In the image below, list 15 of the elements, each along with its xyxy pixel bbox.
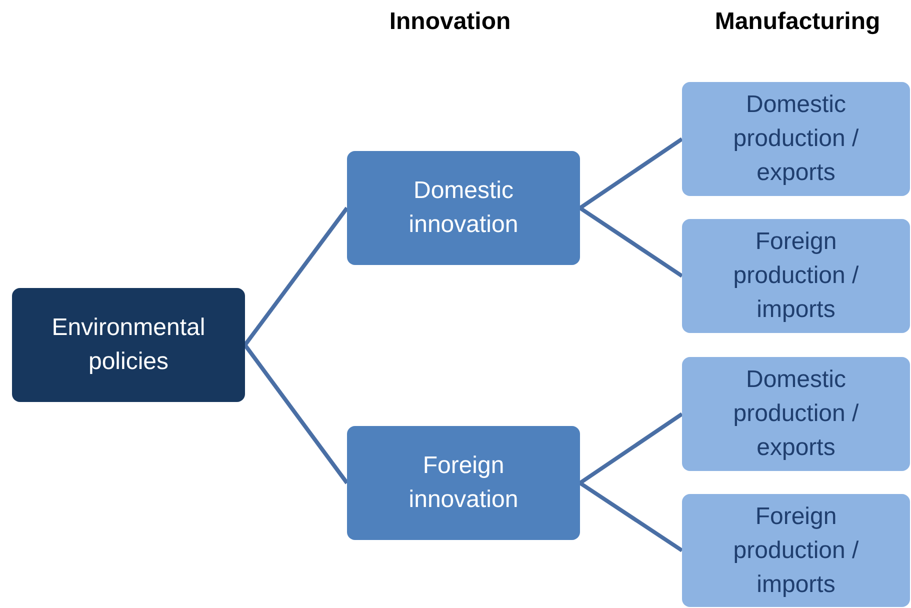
connector-line [578, 137, 684, 210]
column-heading: Innovation [388, 7, 512, 37]
process-box: Foreign innovation [347, 426, 580, 540]
process-box: Environmental policies [12, 288, 245, 402]
process-box: Foreign production / imports [682, 494, 910, 607]
process-box: Domestic production / exports [682, 82, 910, 196]
connector-line [578, 206, 684, 278]
process-box: Foreign production / imports [682, 219, 910, 333]
connector-line [578, 412, 684, 485]
connector-line [243, 206, 349, 346]
column-heading: Manufacturing [714, 7, 882, 37]
process-box: Domestic production / exports [682, 357, 910, 471]
connector-line [243, 344, 349, 484]
connector-line [578, 481, 684, 552]
process-box: Domestic innovation [347, 151, 580, 265]
